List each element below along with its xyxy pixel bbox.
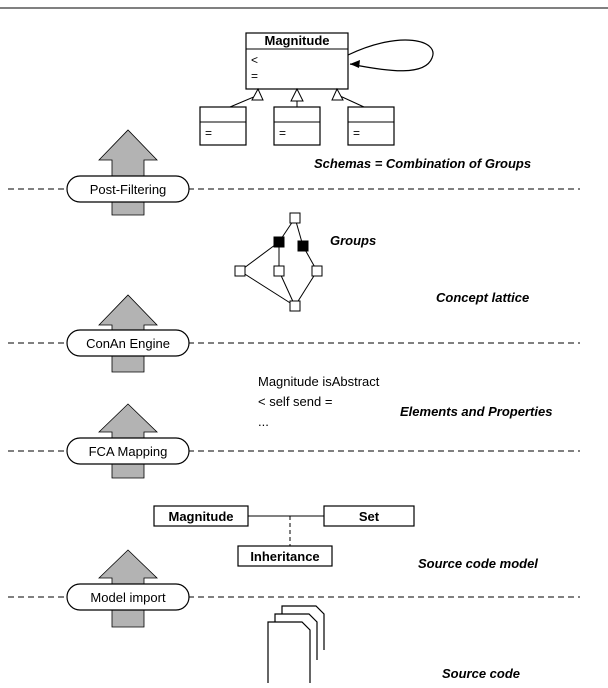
lattice-node-bottom	[289, 300, 301, 312]
layer-label-source-code: Source code	[442, 666, 520, 681]
source-code-model: Magnitude Set Inheritance	[153, 505, 415, 567]
model-left-label: Magnitude	[169, 509, 234, 524]
lattice-node-group-b	[297, 240, 309, 252]
step-post-filtering: Post-Filtering	[66, 175, 190, 203]
layer-label-source-code-model: Source code model	[418, 556, 538, 571]
subclass-middle-op: =	[279, 126, 286, 140]
schema-op-eq: =	[251, 69, 258, 83]
layer-separators	[8, 188, 580, 598]
subclass-left-op: =	[205, 126, 212, 140]
inheritance-triangle-left	[251, 87, 264, 101]
inheritance-triangle-middle	[290, 87, 304, 102]
step-fca-mapping: FCA Mapping	[66, 437, 190, 465]
model-inheritance-box	[237, 545, 333, 567]
step-label: FCA Mapping	[89, 444, 168, 459]
property-line-2: < self send =	[258, 394, 332, 409]
step-label: Model import	[90, 590, 166, 605]
step-label: Post-Filtering	[90, 182, 167, 197]
step-conan-engine: ConAn Engine	[66, 329, 190, 357]
groups-label: Groups	[330, 233, 376, 248]
source-code-pages-icon	[267, 605, 325, 683]
schema-op-lt: <	[251, 53, 258, 67]
step-label: ConAn Engine	[86, 336, 170, 351]
layer-label-schemas: Schemas = Combination of Groups	[314, 156, 531, 171]
lattice-node	[273, 265, 285, 277]
step-model-import: Model import	[66, 583, 190, 611]
inheritance-triangle-right	[331, 87, 344, 101]
model-right-label: Set	[359, 509, 380, 524]
subclass-middle: =	[273, 101, 321, 146]
property-line-1: Magnitude isAbstract	[258, 374, 380, 389]
subclass-left: =	[199, 95, 257, 146]
model-relation-label: Inheritance	[250, 549, 319, 564]
subclass-right-op: =	[353, 126, 360, 140]
self-loop-edge	[347, 39, 434, 72]
lattice-node-top	[289, 212, 301, 224]
concept-lattice	[234, 212, 323, 312]
lattice-node	[311, 265, 323, 277]
subclass-right: =	[339, 95, 395, 146]
property-line-3: ...	[258, 414, 269, 429]
self-loop-arrowhead	[350, 60, 360, 68]
layer-label-elements-properties: Elements and Properties	[400, 404, 552, 419]
schema-diagram: Magnitude < = = = =	[199, 32, 434, 146]
schema-class-name: Magnitude	[265, 33, 330, 48]
lattice-node-group-a	[273, 236, 285, 248]
lattice-node	[234, 265, 246, 277]
layer-label-concept-lattice: Concept lattice	[436, 290, 529, 305]
